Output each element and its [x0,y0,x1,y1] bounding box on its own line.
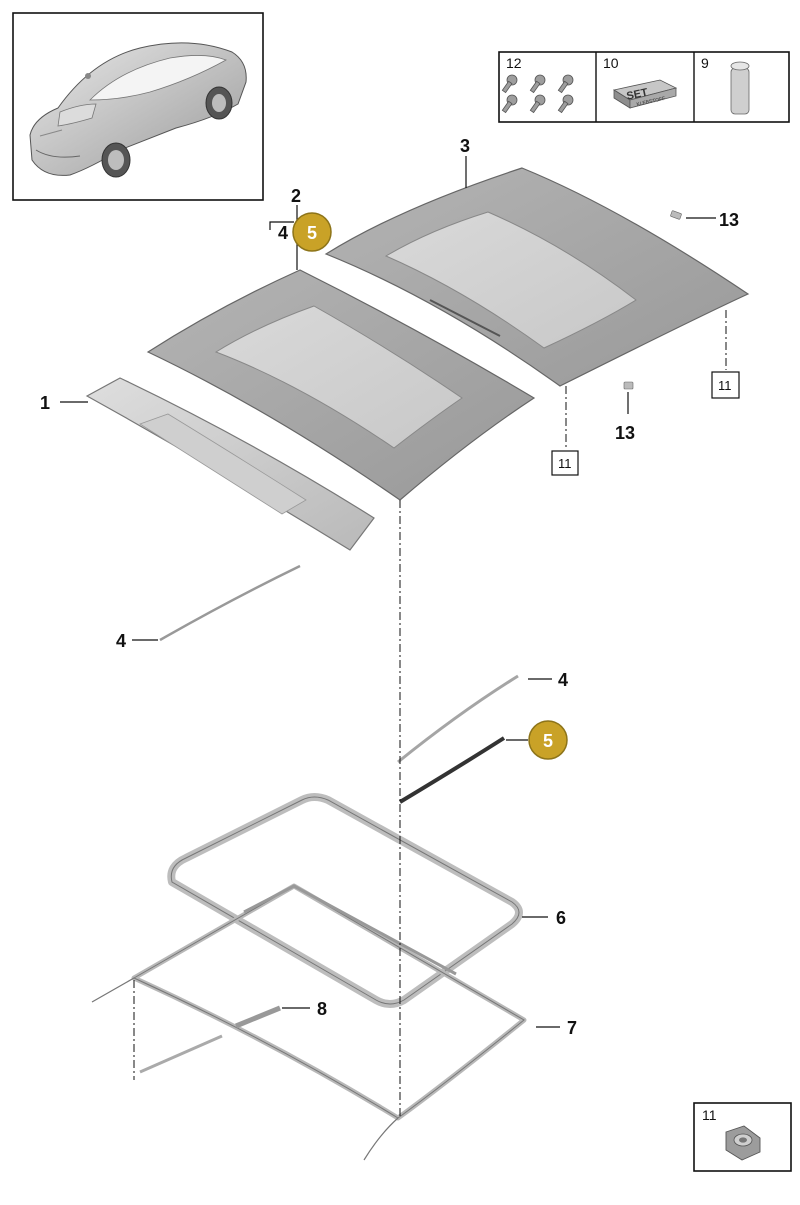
callout-6: 6 [556,908,566,928]
badge-5-bottom-label: 5 [543,731,553,751]
set-sublabel: KLEBSTOFF [636,96,666,108]
set-label: SET [625,86,649,102]
parts-table: 12 10 9 SET KLEBSTOFF [498,51,790,123]
callout-1: 1 [40,393,50,413]
clip-part-13-upper [670,210,682,220]
cell-9-label: 9 [701,55,709,71]
front-panel-part-1 [85,377,375,551]
frame-seal-part-6 [167,793,523,1008]
roof-frame-part-7 [91,883,527,1161]
roof-panel-part-3 [324,167,750,387]
callout-4-left: 4 [116,631,126,651]
leader-lines [60,156,716,1028]
callout-2: 2 [291,186,301,206]
callout-11-box-right: 11 [711,371,740,399]
callout-13-upper: 13 [719,210,739,230]
badge-5-top-label: 5 [307,223,317,243]
callout-11-left: 11 [558,456,572,471]
car-illustration [29,42,247,178]
callout-3: 3 [460,136,470,156]
detail-box-11-label: 11 [702,1107,717,1123]
cell-12-label: 12 [506,55,522,71]
callout-11-box-left: 11 [551,450,579,476]
badge-5-bottom: 5 [528,720,568,760]
adhesive-set-icon: SET KLEBSTOFF [612,79,678,109]
detail-box-11: 11 [693,1102,792,1172]
cell-10-label: 10 [603,55,619,71]
callout-4-right: 4 [558,670,568,690]
callout-13-lower: 13 [615,423,635,443]
callout-7: 7 [567,1018,577,1038]
screw-set-icon [501,74,574,114]
callout-4-top: 4 [278,223,288,243]
badge-5-top: 5 [292,212,332,252]
primer-bottle-icon [730,61,750,115]
seal-strip-part-5 [398,736,506,804]
trim-strip-part-8 [235,1005,281,1029]
roof-panel-part-2 [146,269,536,501]
seal-strip-part-4-right [397,674,519,764]
clip-part-13-lower [623,381,634,390]
seal-strip-part-4-left [159,564,301,642]
nut-icon [725,1125,761,1161]
callout-8: 8 [317,999,327,1019]
callout-11-right: 11 [718,378,732,393]
vehicle-overview-box [12,12,264,201]
